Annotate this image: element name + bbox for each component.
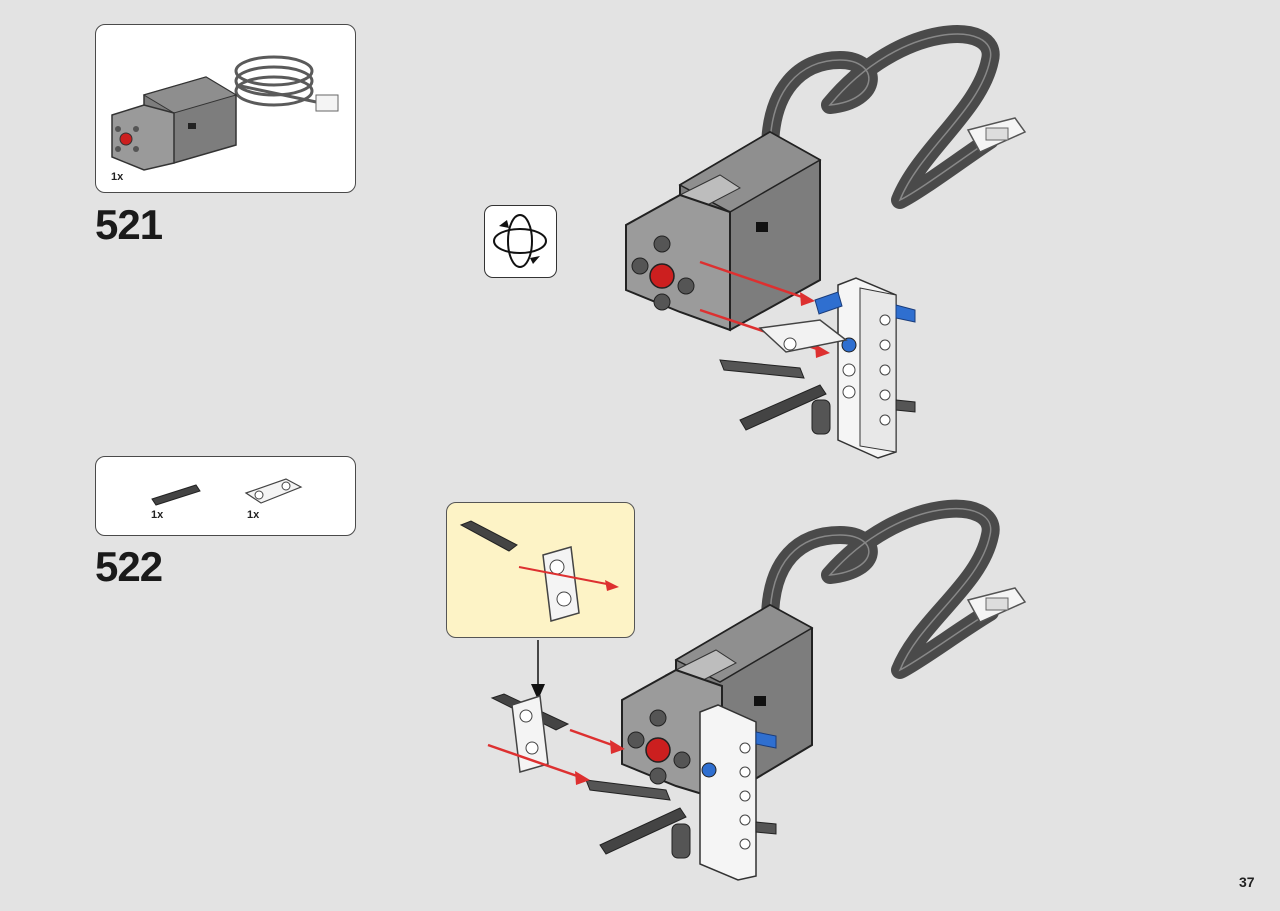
parts-list-step-521: 1x xyxy=(95,24,356,193)
connector-part-image xyxy=(244,478,303,504)
parts-list-step-522: 1x 1x xyxy=(95,456,356,536)
axle-pin-quantity: 1x xyxy=(151,509,164,521)
page-number: 37 xyxy=(1239,874,1255,890)
motor-part-image xyxy=(111,55,339,171)
sub-assembly-callout xyxy=(446,502,635,638)
step-number-522: 522 xyxy=(95,543,163,590)
axle-pin-part-image xyxy=(151,484,201,506)
step-521-model xyxy=(625,25,1027,459)
motor-quantity: 1x xyxy=(111,171,124,183)
step-522-model xyxy=(487,499,1027,881)
rotate-model-icon xyxy=(484,205,557,278)
step-number-521: 521 xyxy=(95,201,163,248)
connector-quantity: 1x xyxy=(247,509,260,521)
